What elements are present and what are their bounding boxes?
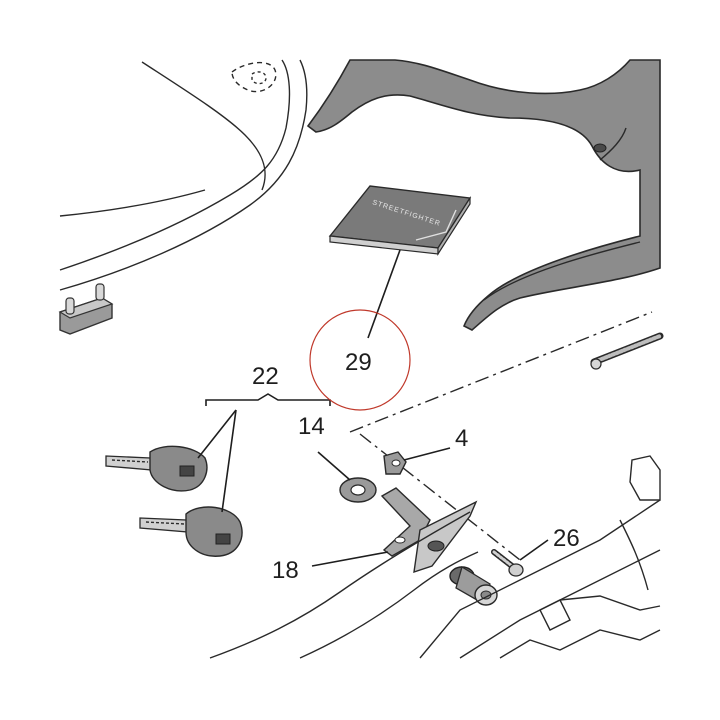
mounting-plate bbox=[413, 500, 478, 574]
clip-part bbox=[383, 451, 407, 475]
bracket-block bbox=[58, 283, 114, 335]
callout-22: 22 bbox=[252, 363, 279, 390]
leader-29 bbox=[367, 249, 401, 339]
tail-cover-part bbox=[306, 59, 661, 331]
leader-18 bbox=[311, 551, 389, 567]
leader-14 bbox=[317, 451, 351, 481]
callout-26: 26 bbox=[553, 525, 580, 552]
manual-card: STREETFIGHTER bbox=[328, 185, 472, 257]
lock-cylinder-part bbox=[449, 566, 498, 606]
bike-body-outline bbox=[59, 59, 308, 291]
ignition-key-bottom bbox=[139, 506, 243, 557]
assembly-axes bbox=[349, 311, 653, 561]
washer-part bbox=[339, 477, 377, 503]
highlight-circle bbox=[309, 309, 411, 411]
callout-18: 18 bbox=[272, 557, 299, 584]
frame-outline bbox=[209, 455, 661, 659]
screw-part bbox=[491, 549, 524, 577]
threaded-rod bbox=[590, 332, 664, 370]
callout-14: 14 bbox=[298, 413, 325, 440]
leader-26 bbox=[519, 539, 549, 561]
leader-22b bbox=[221, 409, 237, 513]
ignition-key-top bbox=[105, 445, 208, 492]
leader-22a bbox=[197, 409, 237, 459]
latch-bracket-part bbox=[380, 487, 431, 557]
callout-4: 4 bbox=[455, 425, 468, 452]
leader-4 bbox=[403, 447, 451, 461]
leader-22-bracket bbox=[205, 393, 331, 406]
callout-29: 29 bbox=[345, 349, 372, 376]
